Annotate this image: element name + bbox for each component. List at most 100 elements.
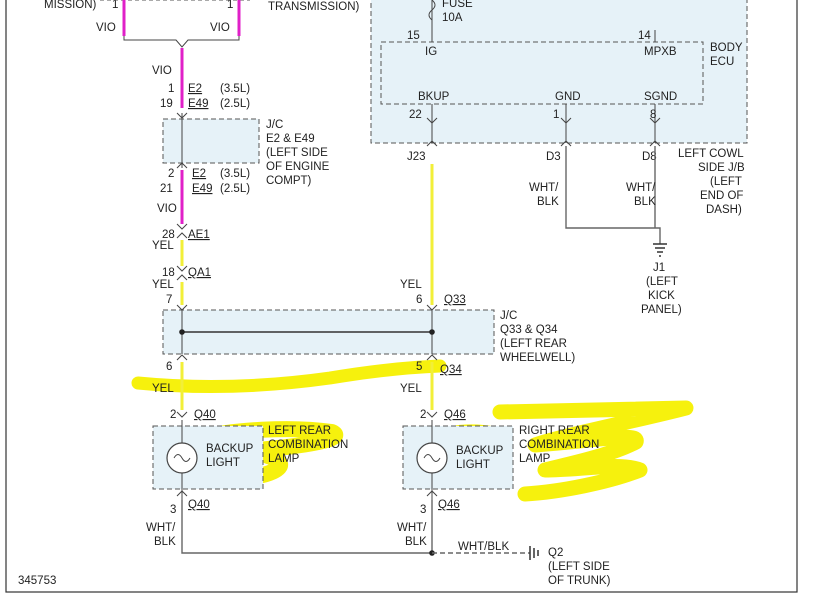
wire-color-vio-2: VIO <box>157 203 177 215</box>
cowl-jb-label-5: DASH) <box>706 204 742 216</box>
ecu-pin-sgnd-number: 8 <box>650 109 656 121</box>
ae1-conn: AE1 <box>188 229 210 241</box>
ecu-pin-mpxb: MPXB <box>644 46 677 58</box>
right-rear-combination-lamp: 2 Q46 BACKUP LIGHT RIGHT REAR COMBINATIO… <box>397 409 599 548</box>
jc-e2-conn-top-1: E2 <box>188 83 202 95</box>
wire-color-right-top: VIO <box>210 22 230 34</box>
jc-q33-conn-bot: Q34 <box>440 364 462 376</box>
left-lamp-bulb-1: BACKUP <box>206 443 254 455</box>
right-lamp-conn-bot: Q46 <box>438 499 460 511</box>
ecu-pin-mpxb-number: 14 <box>638 30 651 42</box>
ground-q2-icon <box>529 546 539 560</box>
diagram-frame <box>5 0 798 593</box>
figure-id: 345753 <box>18 575 56 587</box>
qa1-conn: QA1 <box>188 267 211 279</box>
jc-q33-label-4: WHEELWELL) <box>500 352 575 364</box>
jc-q33-q34: YEL 7 6 Q33 J/C Q33 & Q34 (LEFT REAR WHE… <box>162 279 575 376</box>
jc-q33-pin-left-bot: 6 <box>166 361 172 373</box>
top-left-pin: 1 <box>112 0 118 11</box>
ecu-pin-ig-number: 15 <box>407 30 420 42</box>
jc-e2-pin-bot-1: 2 <box>168 168 174 180</box>
left-lamp-bulb-2: LIGHT <box>206 457 240 469</box>
wire-d3-color-1: WHT/ <box>529 182 559 194</box>
ground-j1-label-1: (LEFT <box>646 276 678 288</box>
jc-e2-conn-top-2: E49 <box>188 98 208 110</box>
ground-j1-label-3: PANEL) <box>641 304 682 316</box>
jc-e2-label-2: E2 & E49 <box>266 133 315 145</box>
ground-j1-label-2: KICK <box>648 290 675 302</box>
ecu-pin-bkup: BKUP <box>418 91 450 103</box>
fuse-icon <box>428 0 436 21</box>
jc-e2-box <box>162 118 260 164</box>
left-lamp-conn-bot: Q40 <box>188 499 210 511</box>
body-ecu-inner-box <box>380 41 704 105</box>
body-ecu-label-2: ECU <box>710 56 734 68</box>
ecu-pin-ig: IG <box>425 46 437 58</box>
wire-gnd-d3 <box>565 146 661 244</box>
body-ecu: FUSE 10A 15 IG 14 MPXB BODY ECU BKUP GND… <box>370 0 748 147</box>
qa1-pin: 18 <box>162 267 175 279</box>
wire-color-vio-1: VIO <box>152 65 172 77</box>
fuse-rating: 10A <box>442 12 463 24</box>
left-lamp-pin-bot: 3 <box>170 504 176 516</box>
jc-e2-engine-bot-2: (2.5L) <box>220 183 250 195</box>
wire-color-yel-right: YEL <box>400 383 422 395</box>
left-lamp-conn-top: Q40 <box>194 409 216 421</box>
jc-e2-label-1: J/C <box>266 119 283 131</box>
cowl-jb-label-3: (LEFT <box>710 176 742 188</box>
ground-j1-name: J1 <box>653 262 665 274</box>
right-lamp-pin-top: 2 <box>420 409 426 421</box>
jc-e2-conn-bot-2: E49 <box>192 183 212 195</box>
ground-q2-wire: WHT/BLK <box>458 541 509 553</box>
right-lamp-conn-top: Q46 <box>444 409 466 421</box>
jc-q33-label-1: J/C <box>500 310 517 322</box>
jc-q33-pin-right-bot: 5 <box>416 361 422 373</box>
jc-e2-engine-top-1: (3.5L) <box>220 83 250 95</box>
jc-e2-label-4: OF ENGINE <box>266 161 330 173</box>
body-ecu-label-1: BODY <box>710 42 743 54</box>
fuse-label: FUSE <box>442 0 473 10</box>
jc-q33-wire-right-top: YEL <box>400 279 422 291</box>
right-lamp-bulb-1: BACKUP <box>456 445 504 457</box>
right-lamp-bulb-2: LIGHT <box>456 459 490 471</box>
jc-q33-conn-top: Q33 <box>444 294 466 306</box>
left-rear-combination-lamp: 2 Q40 BACKUP LIGHT LEFT REAR COMBINATION… <box>146 409 348 548</box>
top-right-pin: 1 <box>227 0 233 11</box>
top-left-partial-label: MISSION) <box>44 0 97 11</box>
right-lamp-label-3: LAMP <box>519 453 551 465</box>
ecu-pin-gnd: GND <box>555 91 581 103</box>
ae1-wire-color: YEL <box>152 240 174 252</box>
wire-d8-color-2: BLK <box>634 196 656 208</box>
jc-e2-engine-bot-1: (3.5L) <box>220 168 250 180</box>
jc-e2-pin-bot-2: 21 <box>160 183 173 195</box>
wire-splice-bracket <box>123 36 240 48</box>
jc-e2-label-3: (LEFT SIDE <box>266 147 328 159</box>
right-lamp-wire-2: BLK <box>405 536 427 548</box>
cowl-jb-label-2: SIDE J/B <box>698 162 745 174</box>
left-lamp-label-2: COMBINATION <box>268 439 348 451</box>
wire-d3-color-2: BLK <box>537 196 559 208</box>
jc-q33-label-3: (LEFT REAR <box>500 338 567 350</box>
ecu-pin-sgnd: SGND <box>644 91 677 103</box>
ground-q2-label-1: (LEFT SIDE <box>548 561 610 573</box>
ecu-pin-gnd-number: 1 <box>553 109 559 121</box>
cowl-pin-d3: D3 <box>546 151 561 163</box>
jc-e2-label-5: COMPT) <box>266 175 312 187</box>
right-lamp-label-1: RIGHT REAR <box>519 425 590 437</box>
wire-ground-bus <box>181 500 433 554</box>
left-lamp-label-1: LEFT REAR <box>268 425 331 437</box>
ecu-pin-bkup-number: 22 <box>409 109 422 121</box>
wire-color-yel-left: YEL <box>152 383 174 395</box>
cowl-pin-d8: D8 <box>642 151 657 163</box>
right-lamp-label-2: COMBINATION <box>519 439 599 451</box>
left-lamp-wire-1: WHT/ <box>146 522 176 534</box>
wire-color-left-top: VIO <box>96 22 116 34</box>
jc-q33-label-2: Q33 & Q34 <box>500 324 558 336</box>
jc-e2-engine-top-2: (2.5L) <box>220 98 250 110</box>
qa1-wire-color: YEL <box>152 279 174 291</box>
ae1-pin: 28 <box>162 229 175 241</box>
jc-e2-conn-bot-1: E2 <box>192 168 206 180</box>
jc-q33-pin-right-top: 6 <box>416 294 422 306</box>
ground-q2-name: Q2 <box>548 547 563 559</box>
jc-e2-pin-top-1: 1 <box>168 83 174 95</box>
